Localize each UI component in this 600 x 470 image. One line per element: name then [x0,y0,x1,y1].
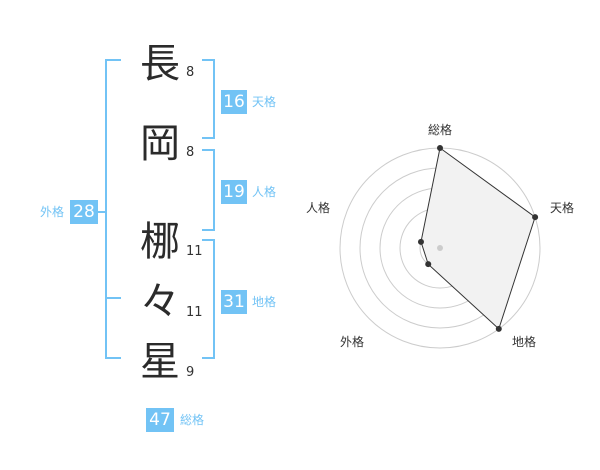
radar-label-jinkaku: 人格 [306,201,331,215]
chikaku-label: 地格 [252,295,277,309]
radar-label-tenkaku: 天格 [550,201,575,215]
name-char-5-strokes: 9 [186,365,195,380]
chikaku-value-badge: 31 [221,290,247,314]
name-char-4-strokes: 11 [186,305,203,320]
radar-center-dot [437,245,443,251]
name-char-2-strokes: 8 [186,145,195,160]
gaikaku-label: 外格 [40,205,65,219]
name-char-3: 梛 [140,219,180,265]
radar-point-2 [495,325,502,332]
soukaku-label: 総格 [180,413,205,427]
name-char-3-strokes: 11 [186,244,203,259]
gaikaku-value-badge: 28 [70,200,98,224]
radar-point-0 [437,145,443,151]
tenkaku-value-badge: 16 [221,90,247,114]
name-char-1-strokes: 8 [186,65,195,80]
name-char-2: 岡 [140,121,180,167]
radar-point-4 [417,238,424,245]
jinkaku-bracket [202,149,215,231]
radar-points [417,145,539,332]
radar-label-gaikaku: 外格 [340,335,365,349]
jinkaku-value-badge: 19 [221,180,247,204]
chikaku-bracket [202,239,215,359]
radar-label-soukaku: 総格 [428,123,453,137]
gaikaku-bracket-outer [105,59,121,359]
name-char-4: 々 [140,279,180,325]
radar-label-chikaku: 地格 [512,335,537,349]
soukaku-value-badge: 47 [146,408,174,432]
name-char-5: 星 [140,339,180,385]
tenkaku-bracket [202,59,215,139]
radar-polygon [420,147,536,330]
tenkaku-label: 天格 [252,95,277,109]
radar-point-3 [425,261,432,268]
radar-point-1 [532,214,539,221]
name-char-1: 長 [140,41,180,87]
jinkaku-label: 人格 [252,185,277,199]
